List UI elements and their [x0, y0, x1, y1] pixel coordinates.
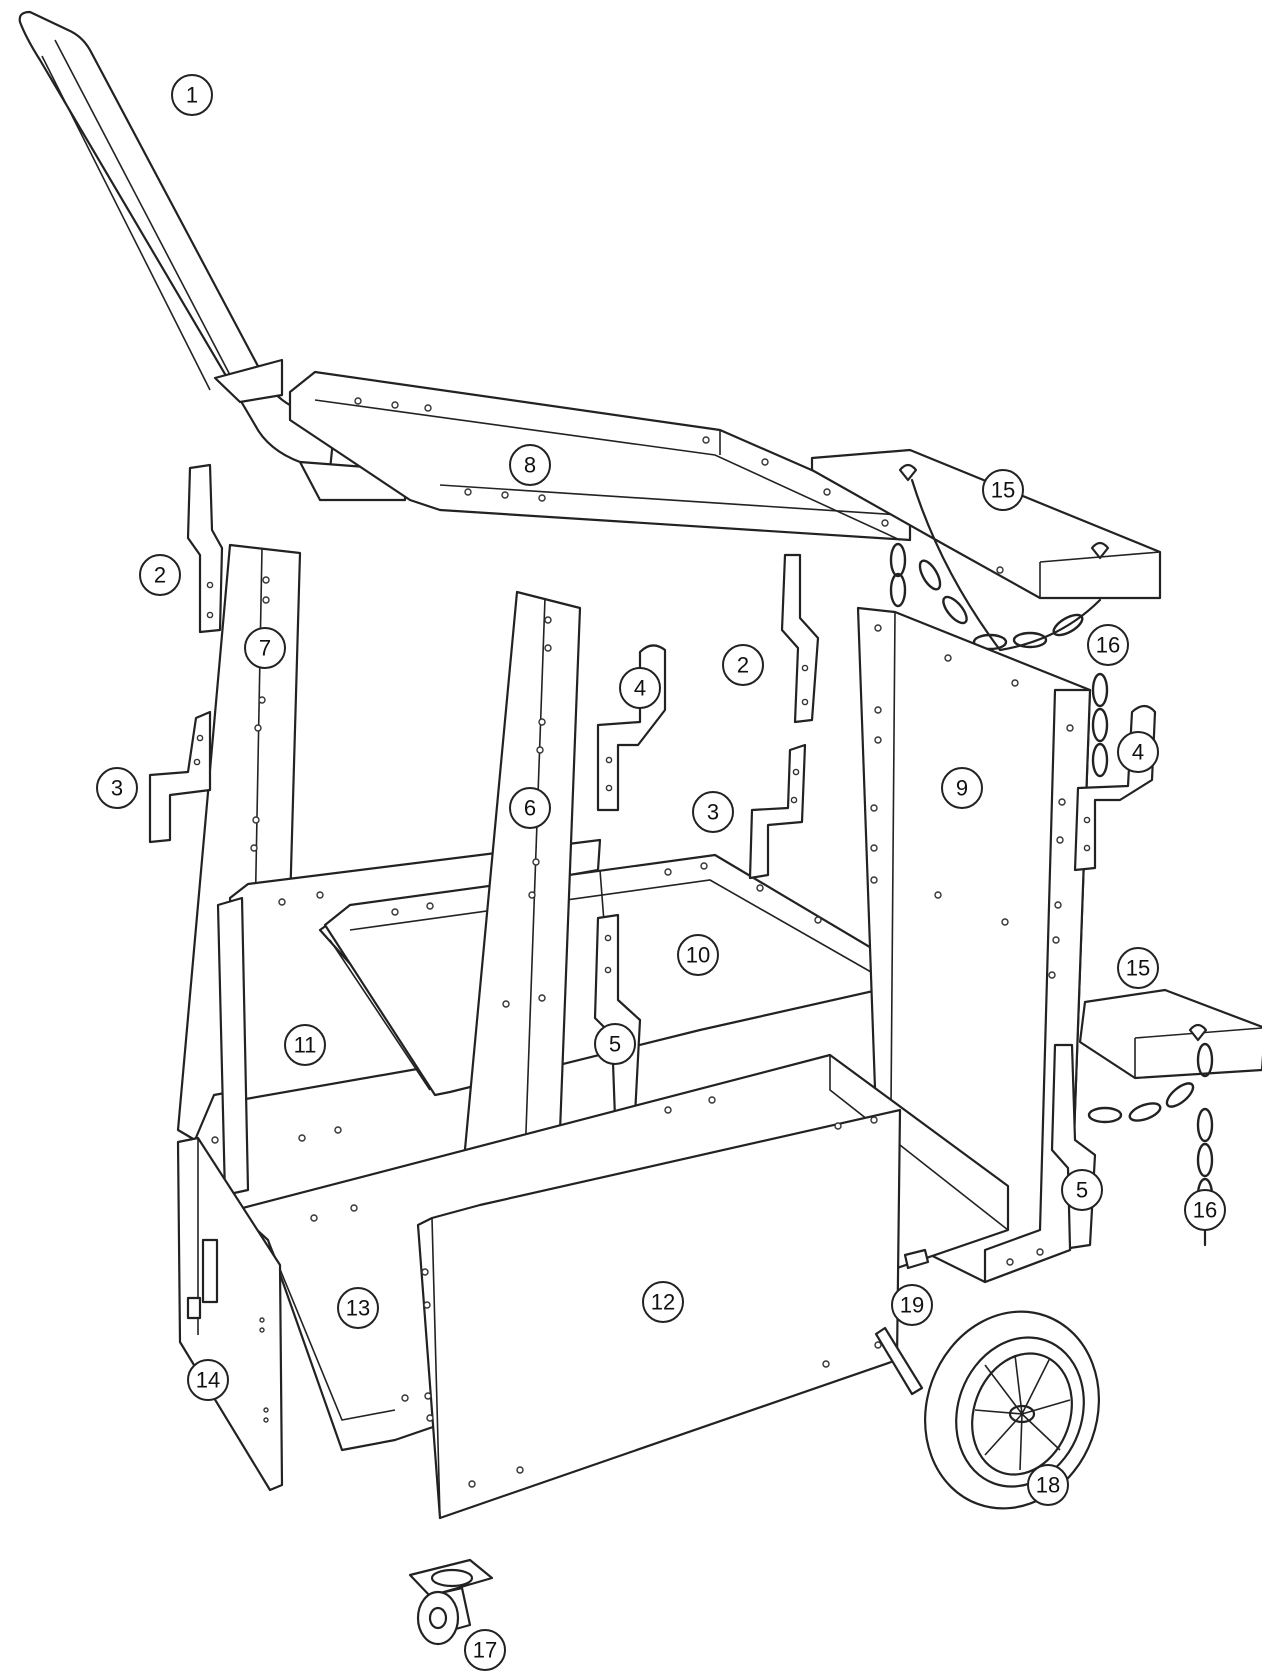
svg-text:13: 13 [346, 1296, 370, 1321]
bottle-holder-upper-part [810, 448, 1162, 600]
callout-9: 9 [941, 767, 983, 809]
callout-5-right: 5 [1061, 1169, 1103, 1211]
callout-15-lower: 15 [1117, 947, 1159, 989]
callout-19: 19 [891, 1284, 933, 1326]
bracket-3-left-part [148, 710, 212, 844]
svg-text:10: 10 [686, 943, 710, 968]
bottle-holder-lower-part [1078, 988, 1262, 1080]
svg-text:14: 14 [196, 1368, 220, 1393]
callout-16-lower: 16 [1184, 1189, 1226, 1231]
callout-18: 18 [1027, 1464, 1069, 1506]
svg-text:4: 4 [1132, 740, 1144, 765]
svg-text:4: 4 [634, 676, 646, 701]
axle-part [874, 1248, 930, 1396]
callout-1: 1 [171, 74, 213, 116]
bracket-2-right-part [780, 553, 820, 724]
bracket-3-right-part [748, 743, 807, 880]
top-tray-part [288, 370, 912, 542]
callout-6: 6 [509, 787, 551, 829]
svg-text:19: 19 [900, 1293, 924, 1318]
wheel-part [924, 1310, 1100, 1510]
callout-8: 8 [509, 444, 551, 486]
callout-4-mid: 4 [619, 667, 661, 709]
callout-10: 10 [677, 934, 719, 976]
svg-text:5: 5 [1076, 1178, 1088, 1203]
svg-text:18: 18 [1036, 1473, 1060, 1498]
callout-12: 12 [642, 1281, 684, 1323]
svg-text:17: 17 [473, 1638, 497, 1663]
handle-part [18, 10, 407, 502]
svg-text:8: 8 [524, 453, 536, 478]
svg-text:12: 12 [651, 1290, 675, 1315]
callout-4-right: 4 [1117, 731, 1159, 773]
callout-16-upper: 16 [1087, 624, 1129, 666]
callout-3-left: 3 [96, 767, 138, 809]
callout-11: 11 [284, 1024, 326, 1066]
svg-text:11: 11 [294, 1033, 317, 1058]
svg-text:5: 5 [609, 1032, 621, 1057]
callout-3-right: 3 [692, 791, 734, 833]
caster-part [408, 1558, 494, 1646]
callout-2-left: 2 [139, 554, 181, 596]
svg-text:1: 1 [186, 83, 198, 108]
callout-13: 13 [337, 1287, 379, 1329]
svg-text:15: 15 [991, 478, 1015, 503]
svg-text:9: 9 [956, 776, 968, 801]
svg-text:3: 3 [707, 800, 719, 825]
bracket-2-left-part [186, 463, 224, 634]
chain-lower-part [1087, 1042, 1214, 1247]
svg-text:7: 7 [259, 636, 271, 661]
svg-text:16: 16 [1096, 633, 1120, 658]
callout-7: 7 [244, 627, 286, 669]
side-door-part [176, 1136, 284, 1492]
svg-text:3: 3 [111, 776, 123, 801]
callout-5-mid: 5 [594, 1023, 636, 1065]
svg-text:16: 16 [1193, 1198, 1217, 1223]
chain-upper-part [889, 478, 1109, 778]
svg-text:2: 2 [737, 653, 749, 678]
callout-15-upper: 15 [982, 469, 1024, 511]
svg-text:6: 6 [524, 796, 536, 821]
svg-text:2: 2 [154, 563, 166, 588]
svg-text:15: 15 [1126, 956, 1150, 981]
callout-2-right: 2 [722, 644, 764, 686]
callout-17: 17 [464, 1629, 506, 1671]
callout-14: 14 [187, 1359, 229, 1401]
